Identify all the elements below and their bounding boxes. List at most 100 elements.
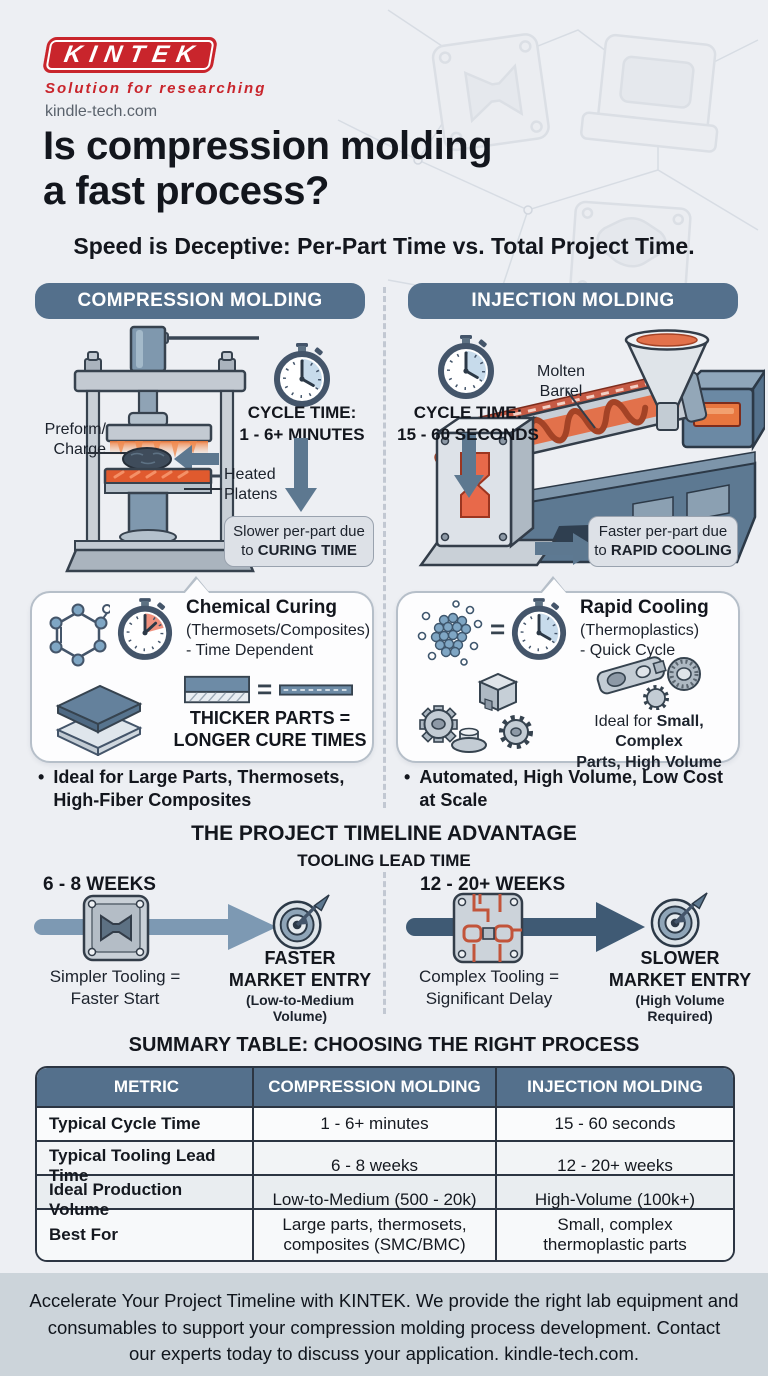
table-cell-injection: 12 - 20+ weeks (495, 1142, 733, 1190)
injection-callout-line2-bold: RAPID COOLING (610, 541, 732, 559)
page-title: Is compression molding a fast process? (43, 124, 493, 214)
table-cell-compression: 1 - 6+ minutes (252, 1108, 495, 1140)
summary-table-heading: SUMMARY TABLE: CHOOSING THE RIGHT PROCES… (128, 1034, 640, 1056)
injection-tooling-label: Complex Tooling = Significant Delay (408, 966, 570, 1010)
compression-bullet-line1: Ideal for Large Parts, Thermosets, (53, 767, 345, 787)
rapid-cooling-text: Rapid Cooling (Thermoplastics) - Quick C… (580, 597, 740, 662)
table-cell-compression: Low-to-Medium (500 - 20k) (252, 1176, 495, 1224)
ideal-for-bold1: Small, Complex (615, 713, 704, 751)
compression-cycle-time: CYCLE TIME: 1 - 6+ MINUTES (222, 402, 382, 446)
small-parts-icons (419, 672, 533, 753)
table-cell-metric: Typical Cycle Time (49, 1114, 201, 1133)
footer-banner: Accelerate Your Project Timeline with KI… (0, 1273, 768, 1376)
injection-callout-line1: Faster per-part due (598, 522, 728, 540)
compression-callout: Slower per-part due to CURING TIME (224, 516, 374, 567)
compression-callout-line2-prefix: to (241, 541, 258, 559)
barrel-label-line2: Barrel (539, 382, 583, 400)
chemical-curing-sub2: - Time Dependent (186, 642, 314, 660)
page-subtitle: Speed is Deceptive: Per-Part Time vs. To… (73, 233, 695, 259)
slower-line2: MARKET ENTRY (608, 969, 752, 990)
faster-market-entry: FASTER MARKET ENTRY (Low-to-Medium Volum… (224, 948, 376, 1024)
table-header-row: METRIC COMPRESSION MOLDING INJECTION MOL… (37, 1068, 733, 1106)
faster-note: (Low-to-Medium Volume) (245, 991, 355, 1024)
table-cell-metric: Ideal Production Volume (49, 1180, 183, 1219)
stopwatch-icon (272, 343, 332, 407)
table-cell-compression: Large parts, thermosets, composites (SMC… (252, 1210, 495, 1260)
brand-tagline: Solution for researching (45, 80, 267, 97)
injection-tooling-line2: Significant Delay (425, 988, 553, 1008)
rapid-cooling-sub2: - Quick Cycle (580, 642, 676, 660)
kintek-logo-text: KINTEK (62, 41, 205, 68)
thicker-parts-note: THICKER PARTS = LONGER CURE TIMES (172, 708, 368, 752)
particle-cluster-icon (417, 600, 483, 666)
platens-label-line1: Heated (224, 466, 276, 483)
thick-part-icon (184, 675, 250, 703)
compression-cycle-label: CYCLE TIME: (247, 403, 357, 422)
injection-tooling-line1: Complex Tooling = (418, 967, 560, 986)
slower-line1: SLOWER (640, 948, 720, 968)
table-cell-injection: Small, complex thermoplastic parts (495, 1210, 733, 1260)
compression-molding-header: COMPRESSION MOLDING (35, 283, 365, 319)
injection-callout-line2-prefix: to (594, 541, 611, 559)
molecule-icon (49, 603, 110, 667)
injection-callout: Faster per-part due to RAPID COOLING (588, 516, 738, 567)
molten-barrel-label: Molten Barrel (525, 362, 597, 401)
table-header-metric: METRIC (113, 1077, 180, 1096)
cooling-stopwatch-icon (510, 598, 568, 660)
thicker-parts-note-line2: LONGER CURE TIMES (173, 729, 367, 750)
preform-label-line2: Charge (53, 440, 106, 458)
compression-bullet-line2: High-Fiber Composites (53, 789, 252, 810)
target-icon (650, 892, 708, 950)
stopwatch-icon (436, 335, 496, 399)
compression-cycle-value: 1 - 6+ MINUTES (239, 425, 365, 445)
table-row: Best For Large parts, thermosets, compos… (37, 1208, 733, 1260)
ideal-for-note: Ideal for Small, Complex Parts, High Vol… (560, 712, 738, 773)
table-header-injection: INJECTION MOLDING (495, 1068, 733, 1106)
equals-sign: = (490, 614, 506, 644)
table-cell-metric: Typical Tooling Lead Time (49, 1146, 216, 1185)
preform-label-line1: Preform/ (44, 421, 106, 438)
bullet-glyph: • (404, 767, 411, 787)
injection-box-pointer-fill (541, 579, 567, 594)
kintek-logo: KINTEK (41, 37, 219, 73)
timeline-heading: THE PROJECT TIMELINE ADVANTAGE (191, 822, 577, 845)
platens-pointer-line (184, 488, 222, 490)
table-cell-injection: High-Volume (100k+) (495, 1176, 733, 1224)
injection-cycle-label: CYCLE TIME: (413, 403, 523, 422)
footer-line1: Accelerate Your Project Timeline with KI… (29, 1290, 739, 1311)
table-cell-metric: Best For (49, 1225, 118, 1244)
rapid-cooling-title: Rapid Cooling (580, 597, 709, 618)
page-title-line2: a fast process? (43, 168, 329, 213)
compression-press-illustration (65, 325, 259, 573)
curing-stopwatch-icon (116, 598, 174, 660)
platens-label-line2: Platens (224, 485, 278, 503)
slower-note: (High Volume Required) (635, 991, 725, 1024)
table-cell-injection: 15 - 60 seconds (495, 1108, 733, 1140)
down-arrow-icon (285, 438, 317, 512)
column-divider-top (383, 287, 386, 808)
thicker-parts-note-line1: THICKER PARTS = (189, 708, 351, 728)
injection-molding-header: INJECTION MOLDING (408, 283, 738, 319)
column-divider-timeline (383, 872, 386, 1014)
chemical-curing-title: Chemical Curing (186, 597, 337, 618)
brand-website: kindle-tech.com (45, 103, 158, 120)
preform-pointer-line (86, 452, 128, 454)
faster-line1: FASTER (264, 948, 336, 968)
compression-header-label: COMPRESSION MOLDING (77, 290, 323, 311)
compression-callout-line2-bold: CURING TIME (257, 541, 357, 559)
injection-bullet-line1: Automated, High Volume, Low Cost (419, 767, 723, 787)
injection-cycle-time: CYCLE TIME: 15 - 60 SECONDS (388, 402, 548, 446)
compression-bullet: • Ideal for Large Parts, Thermosets, Hig… (38, 766, 373, 811)
heated-platens-label: Heated Platens (224, 465, 294, 504)
compression-lead-time: 6 - 8 WEEKS (43, 874, 156, 895)
slower-market-entry: SLOWER MARKET ENTRY (High Volume Require… (602, 948, 758, 1024)
compression-box-pointer-fill (184, 579, 210, 594)
faster-line2: MARKET ENTRY (228, 969, 372, 990)
table-row: Ideal Production Volume Low-to-Medium (5… (37, 1174, 733, 1224)
compression-tooling-line1: Simpler Tooling = (49, 967, 181, 986)
thickness-comparison: = (184, 674, 354, 705)
background-network-decoration (337, 9, 759, 305)
chemical-curing-sub1: (Thermosets/Composites) (186, 622, 371, 639)
injection-cycle-value: 15 - 60 SECONDS (397, 425, 539, 445)
